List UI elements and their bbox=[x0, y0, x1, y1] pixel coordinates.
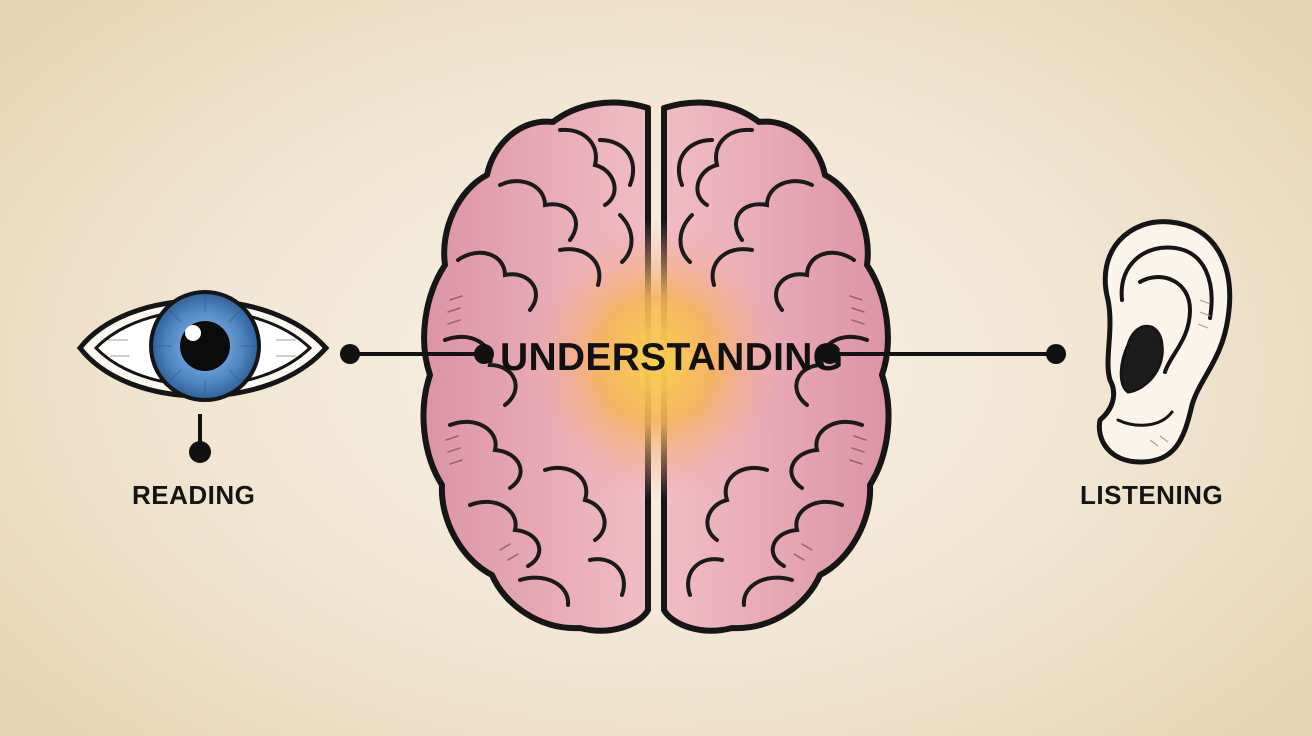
reading-label: READING bbox=[132, 480, 256, 510]
eye-icon bbox=[76, 290, 330, 402]
node-left-outer bbox=[340, 344, 360, 364]
node-left-inner bbox=[474, 344, 494, 364]
center-label: UNDERSTANDING bbox=[500, 336, 844, 379]
brain-folds-right bbox=[676, 127, 869, 607]
ear-hatching bbox=[1149, 299, 1211, 447]
ear-helix-inner bbox=[1119, 245, 1214, 320]
brain-glow bbox=[526, 220, 786, 500]
node-right-outer bbox=[1046, 344, 1066, 364]
connector-lines bbox=[189, 344, 1066, 463]
brain-icon bbox=[420, 99, 892, 634]
listening-label: LISTENING bbox=[1080, 480, 1224, 510]
eye-iris-lines bbox=[153, 294, 257, 398]
eye-highlight bbox=[185, 325, 201, 341]
eye-hatching bbox=[108, 339, 296, 357]
ear-concha bbox=[1119, 324, 1164, 394]
node-eye-bottom bbox=[189, 441, 211, 463]
ear-lobe-line bbox=[1116, 410, 1174, 427]
ear-icon bbox=[1096, 219, 1233, 465]
brain-hatching bbox=[445, 295, 867, 561]
node-right-inner bbox=[820, 344, 840, 364]
ear-antihelix bbox=[1138, 275, 1193, 374]
brain-folds-left bbox=[443, 127, 636, 607]
ear-outer bbox=[1096, 219, 1233, 465]
